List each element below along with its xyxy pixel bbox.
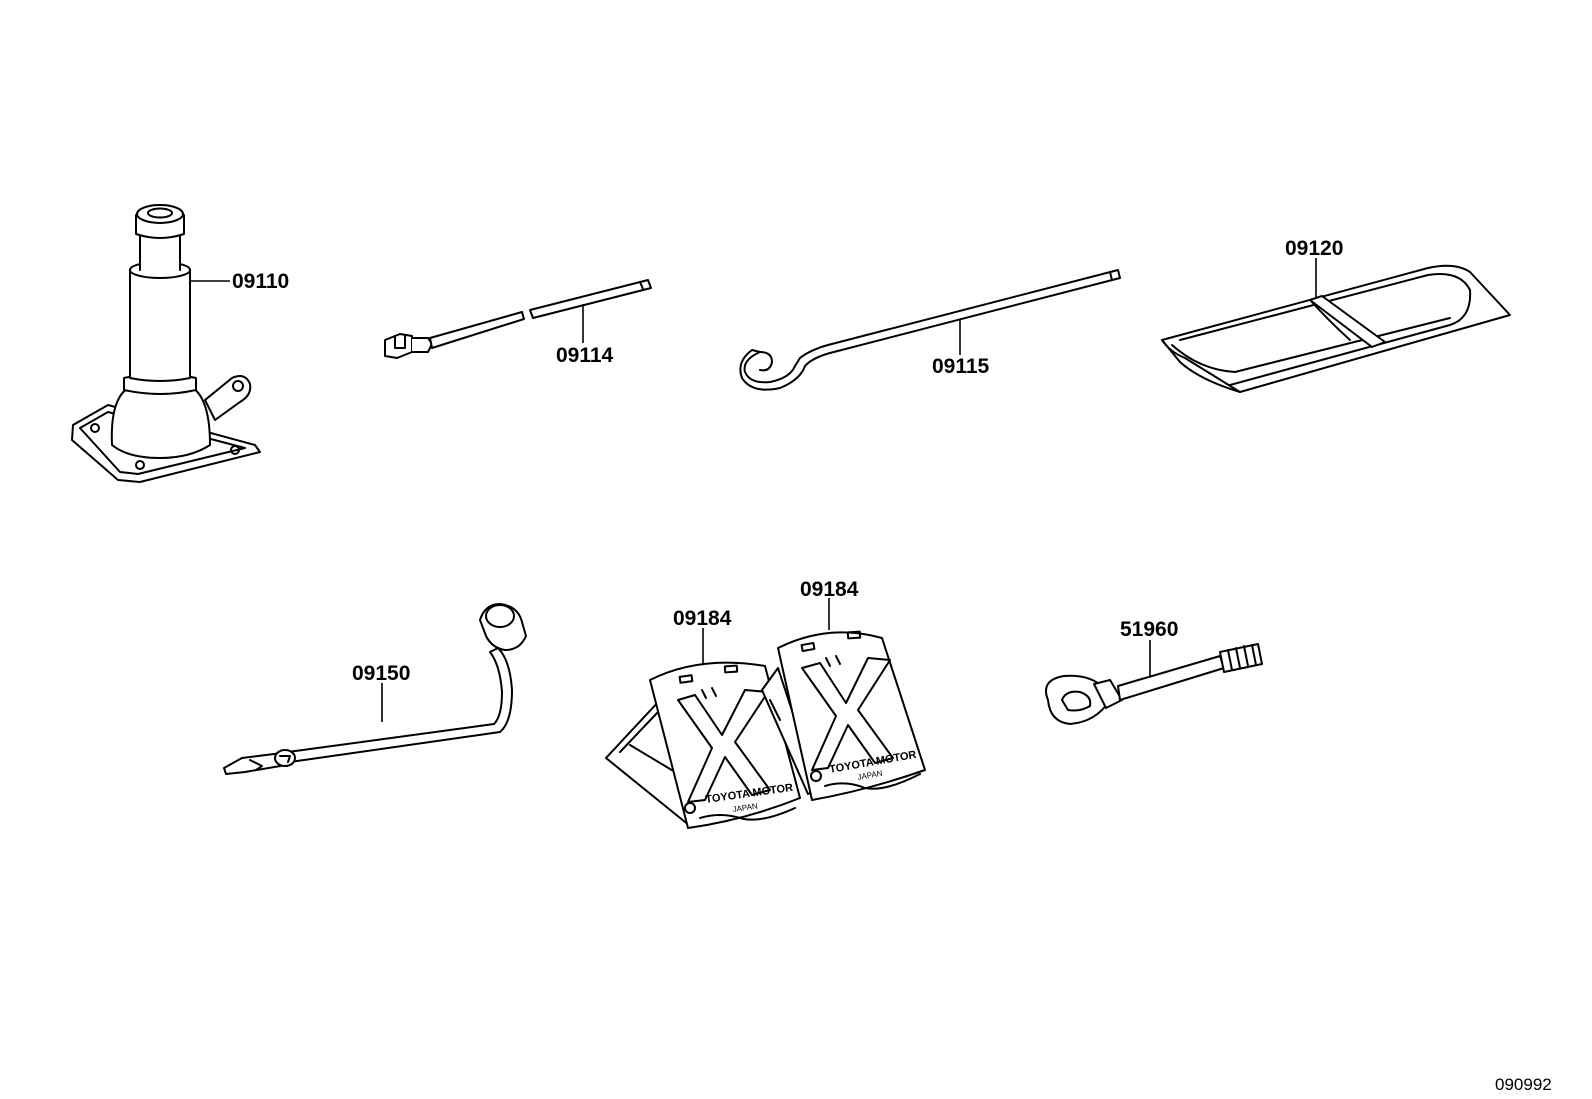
jack-handle-illustration[interactable] xyxy=(739,269,1121,391)
wheel-chock-right-illustration[interactable]: TOYOTA MOTOR JAPAN xyxy=(761,630,926,801)
diagram-id: 090992 xyxy=(1495,1075,1552,1094)
towing-eye-illustration[interactable] xyxy=(1045,643,1263,725)
part-number-09114: 09114 xyxy=(556,344,614,367)
chock-stamp-left-line2: JAPAN xyxy=(732,802,758,814)
chock-stamp-right-line2: JAPAN xyxy=(857,769,884,782)
jack-handle-extension-illustration[interactable] xyxy=(384,279,652,359)
part-number-09120: 09120 xyxy=(1285,237,1343,260)
wheel-chock-left-illustration[interactable]: TOYOTA MOTOR JAPAN xyxy=(605,661,801,829)
tool-bag-illustration[interactable] xyxy=(1161,264,1511,393)
jack-illustration[interactable] xyxy=(71,204,261,483)
part-number-09110: 09110 xyxy=(232,270,289,293)
part-number-51960: 51960 xyxy=(1120,618,1178,641)
part-number-09184-left: 09184 xyxy=(673,607,732,630)
part-number-09115: 09115 xyxy=(932,355,990,378)
part-number-09184-right: 09184 xyxy=(800,578,859,601)
wheel-nut-wrench-illustration[interactable] xyxy=(223,603,527,775)
part-number-09150: 09150 xyxy=(352,662,410,685)
